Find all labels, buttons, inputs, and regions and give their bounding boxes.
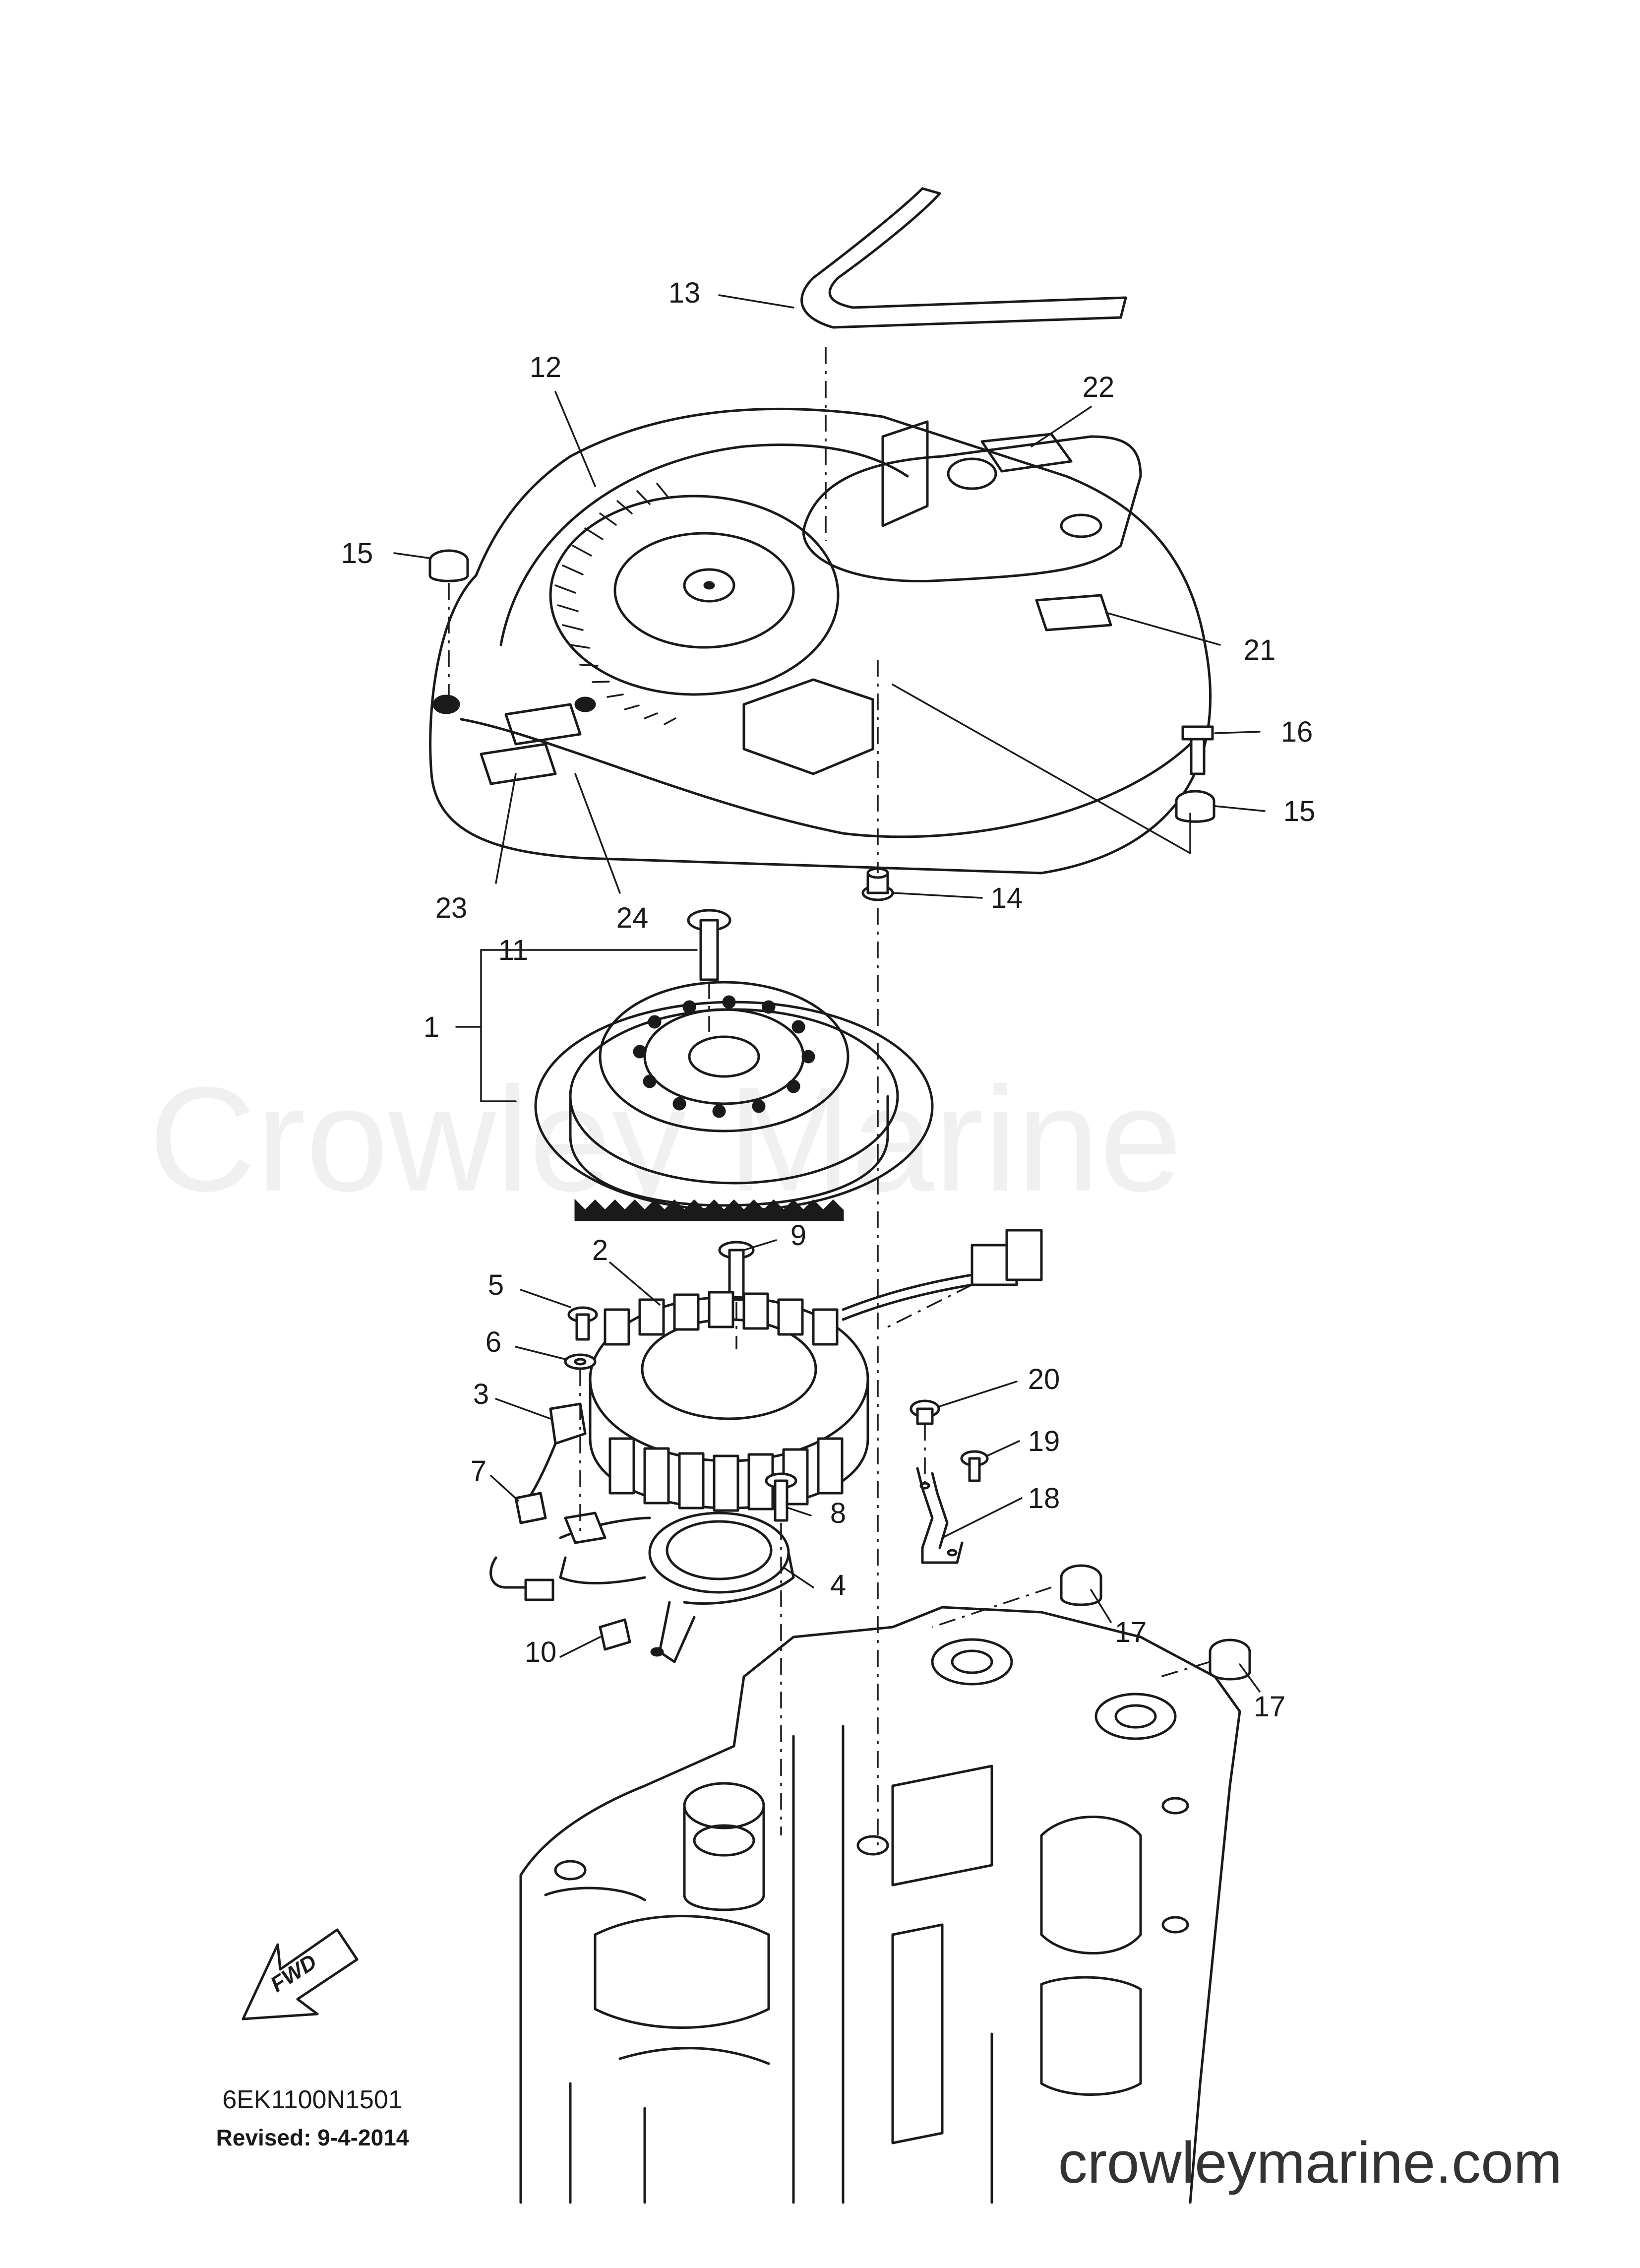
label-plate-24	[504, 703, 582, 746]
part-15-grommet-right[interactable]	[1175, 790, 1215, 823]
callout-20: 20	[1028, 1363, 1060, 1395]
callout-1: 1	[424, 1011, 439, 1043]
callout-21: 21	[1244, 634, 1276, 666]
part-8-base-bolt[interactable]	[765, 1472, 797, 1522]
part-5-screw[interactable]	[567, 1306, 598, 1341]
callout-15-right: 15	[1283, 795, 1316, 827]
callout-24: 24	[616, 902, 649, 934]
part-20-plug[interactable]	[910, 1399, 940, 1425]
part-10-connector[interactable]	[489, 1556, 631, 1651]
part-19-bolt[interactable]	[960, 1450, 989, 1482]
part-13-seal-strip[interactable]	[800, 187, 1127, 329]
fwd-arrow-icon: FWD	[242, 1928, 359, 2020]
part-1-flywheel-magneto[interactable]	[534, 981, 934, 1221]
part-11-flywheel-bolt[interactable]	[687, 909, 731, 981]
callout-14: 14	[991, 882, 1023, 914]
label-plate-22	[980, 433, 1073, 473]
callout-19: 19	[1028, 1425, 1060, 1457]
part-15-grommet-left[interactable]	[428, 549, 469, 582]
part-14-collar[interactable]	[861, 867, 894, 901]
part-17-grommet-upper[interactable]	[1060, 1564, 1102, 1606]
part-12-flywheel-cover[interactable]	[429, 407, 1212, 875]
callout-11: 11	[498, 934, 528, 966]
part-3-pulser-coil[interactable]	[524, 1402, 587, 1505]
callout-10: 10	[525, 1636, 557, 1668]
callout-4: 4	[830, 1569, 846, 1601]
watermark-text: Crowley Marine	[149, 1056, 1182, 1223]
callout-6: 6	[486, 1326, 501, 1358]
callout-2: 2	[592, 1234, 608, 1266]
diagram-code: 6EK1100N1501	[222, 2085, 402, 2114]
part-4-stator-base[interactable]	[559, 1512, 795, 1663]
callout-17-upper: 17	[1115, 1616, 1147, 1648]
assembly-lines	[448, 347, 1211, 1855]
callout-23: 23	[435, 892, 468, 924]
callout-13: 13	[668, 277, 701, 309]
engine-block	[519, 1606, 1241, 2204]
callout-labels: 1 2 3 4 5 6 7 8 9 10 11 12 13 14 15 15 1…	[341, 277, 1316, 1723]
callout-22: 22	[1083, 371, 1115, 403]
callout-5: 5	[488, 1269, 504, 1301]
callout-12: 12	[530, 351, 562, 383]
callout-3: 3	[473, 1378, 489, 1410]
callout-15-left: 15	[341, 537, 373, 569]
callout-9: 9	[790, 1219, 806, 1252]
part-2-stator-coil[interactable]	[589, 1229, 1043, 1512]
part-9-stator-bolt[interactable]	[718, 1241, 755, 1301]
callout-18: 18	[1028, 1482, 1060, 1514]
website-link[interactable]: crowleymarine.com	[1058, 2130, 1562, 2196]
part-16-bolt[interactable]	[1181, 725, 1214, 775]
part-6-washer[interactable]	[564, 1353, 597, 1370]
callout-17-lower: 17	[1254, 1691, 1286, 1723]
revised-date: Revised: 9-4-2014	[216, 2125, 409, 2150]
callout-8: 8	[830, 1497, 846, 1529]
callout-16: 16	[1281, 716, 1313, 748]
label-plate-23	[480, 743, 557, 785]
part-17-grommet-lower[interactable]	[1209, 1638, 1251, 1681]
leader-lines	[393, 294, 1266, 1693]
callout-7: 7	[471, 1455, 486, 1487]
part-7-clamp[interactable]	[514, 1492, 547, 1524]
label-plate-21	[1035, 594, 1112, 631]
